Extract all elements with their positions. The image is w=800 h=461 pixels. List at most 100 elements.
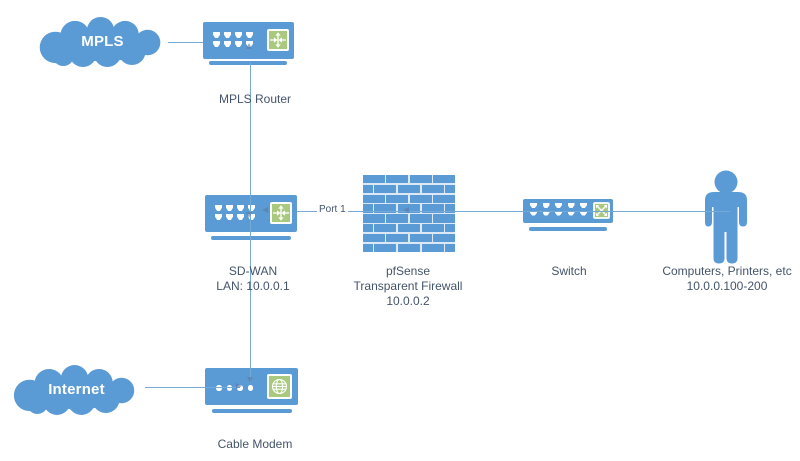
- brick: [433, 233, 455, 243]
- brick-row: [363, 243, 455, 252]
- brick: [386, 175, 409, 184]
- port-glyph: [224, 32, 231, 38]
- brick: [433, 214, 455, 223]
- arrowhead-into-modem-left: [236, 383, 242, 389]
- sdwan-base: [211, 236, 291, 240]
- connector-internet-modem: [145, 387, 240, 388]
- internet-cloud-label: Internet: [48, 381, 105, 398]
- arrowhead-into-firewall: [403, 207, 409, 213]
- arrowhead-into-sdwan-top: [246, 212, 252, 218]
- brick: [409, 194, 432, 203]
- port-glyph: [246, 32, 253, 38]
- cable-modem-base: [212, 409, 292, 413]
- brick: [374, 243, 397, 252]
- port-glyph: [530, 210, 537, 216]
- port-glyph: [555, 210, 562, 216]
- firewall-ip: 10.0.0.2: [386, 294, 430, 308]
- port-glyph: [237, 205, 244, 211]
- port-glyph: [226, 205, 233, 211]
- firewall-mode: Transparent Firewall: [353, 279, 463, 293]
- switch-label: Switch: [551, 264, 587, 278]
- brick: [374, 184, 397, 194]
- brick: [386, 194, 409, 203]
- brick: [374, 204, 397, 213]
- brick: [363, 175, 385, 184]
- brick: [363, 233, 385, 243]
- port-glyph: [213, 41, 220, 47]
- port-glyph: [567, 203, 575, 208]
- endpoints-ip-range: 10.0.0.100-200: [686, 279, 768, 293]
- port-glyph: [248, 205, 255, 211]
- brick: [374, 224, 397, 233]
- port-glyph: [237, 214, 244, 220]
- brick: [433, 194, 455, 203]
- port-glyph: [542, 210, 550, 216]
- cable-modem-label: Cable Modem: [217, 437, 293, 451]
- brick-row: [363, 233, 455, 243]
- globe-icon: [267, 374, 292, 399]
- router-icon: [267, 29, 289, 51]
- firewall-name: pfSense: [385, 264, 431, 278]
- brick: [421, 224, 444, 233]
- brick-row: [363, 224, 455, 233]
- mpls-cloud-label: MPLS: [81, 33, 124, 50]
- mpls-cloud: MPLS: [33, 16, 172, 67]
- arrowhead-into-mpls-router: [246, 43, 252, 49]
- port-glyph: [580, 210, 587, 216]
- mpls-router-label: MPLS Router: [218, 92, 292, 106]
- mpls-router-device: [203, 22, 294, 59]
- port-glyph: [567, 210, 575, 216]
- brick: [363, 243, 373, 252]
- arrowhead-into-sdwan-right: [262, 207, 268, 213]
- port-glyph: [580, 203, 587, 208]
- brick: [409, 214, 432, 223]
- port1-label: Port 1: [317, 204, 348, 215]
- brick: [421, 204, 444, 213]
- port-glyph: [530, 203, 537, 208]
- cable-modem-device: [205, 368, 298, 405]
- port-glyph: [215, 214, 222, 220]
- port-glyph: [226, 214, 233, 220]
- modem-light: [247, 385, 253, 391]
- brick-row: [363, 184, 455, 194]
- brick-row: [363, 194, 455, 203]
- brick: [386, 233, 409, 243]
- port-glyph: [224, 41, 231, 47]
- mpls-router-base: [209, 61, 287, 65]
- brick: [445, 243, 455, 252]
- brick: [397, 224, 421, 233]
- connector-sdwan-firewall-switch-endpoints: [297, 211, 730, 212]
- brick: [433, 175, 455, 184]
- brick: [397, 243, 421, 252]
- port-glyph: [235, 32, 242, 38]
- port-glyph: [542, 203, 550, 208]
- port-glyph: [213, 32, 220, 38]
- brick: [363, 224, 373, 233]
- port-glyph: [235, 41, 242, 47]
- brick: [421, 184, 444, 194]
- firewall-bricks: [363, 175, 455, 252]
- cloud-shape: [13, 365, 135, 415]
- brick: [409, 233, 432, 243]
- connector-vertical-router-sdwan-modem: [250, 62, 251, 383]
- brick: [445, 204, 455, 213]
- port-glyph: [555, 203, 562, 208]
- brick: [445, 224, 455, 233]
- ethernet-ports: [530, 203, 587, 216]
- sdwan-name: SD-WAN: [228, 264, 278, 278]
- brick: [363, 214, 385, 223]
- person-icon: [705, 170, 747, 264]
- connector-mplscloud-router: [168, 42, 203, 43]
- port-glyph: [215, 205, 222, 211]
- brick-row: [363, 214, 455, 223]
- sdwan-label: SD-WAN LAN: 10.0.0.1: [178, 264, 328, 294]
- endpoints-label: Computers, Printers, etc 10.0.0.100-200: [652, 264, 800, 294]
- brick: [397, 184, 421, 194]
- cloud-shape: [39, 16, 161, 67]
- brick: [363, 184, 373, 194]
- endpoints-name: Computers, Printers, etc: [662, 264, 792, 278]
- switch-base: [529, 227, 607, 231]
- brick: [421, 243, 444, 252]
- brick-row: [363, 175, 455, 184]
